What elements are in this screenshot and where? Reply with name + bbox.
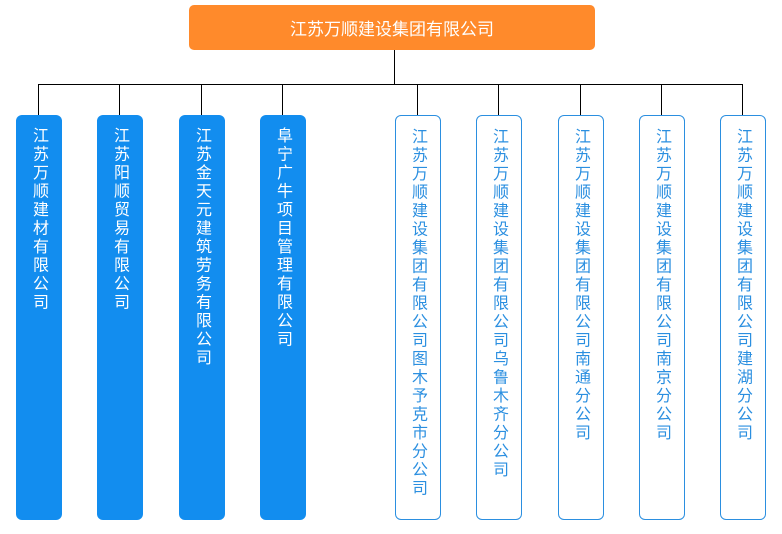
horizontal-connector — [38, 84, 743, 85]
node-label: 江苏万顺建设集团有限公司图木予克市分公司 — [409, 128, 428, 498]
root-node-jiangsu-wanshun-group: 江苏万顺建设集团有限公司 — [189, 5, 595, 50]
branch-node-nantong: 江苏万顺建设集团有限公司南通分公司 — [558, 115, 604, 520]
branch-node-urumqi: 江苏万顺建设集团有限公司乌鲁木齐分公司 — [476, 115, 522, 520]
node-label: 江苏万顺建设集团有限公司南京分公司 — [653, 128, 672, 443]
child-connector — [201, 84, 202, 115]
node-label: 江苏万顺建材有限公司 — [30, 127, 49, 312]
child-connector — [498, 84, 499, 115]
subsidiary-node-wanshun-building-materials: 江苏万顺建材有限公司 — [16, 115, 62, 520]
root-node-label: 江苏万顺建设集团有限公司 — [290, 20, 494, 40]
subsidiary-node-funing-guangniu: 阜宁广牛项目管理有限公司 — [260, 115, 306, 520]
node-label: 江苏金天元建筑劳务有限公司 — [193, 127, 212, 368]
child-connector — [38, 84, 39, 115]
child-connector — [282, 84, 283, 115]
subsidiary-node-yangshun-trade: 江苏阳顺贸易有限公司 — [97, 115, 143, 520]
branch-node-nanjing: 江苏万顺建设集团有限公司南京分公司 — [639, 115, 685, 520]
branch-node-jianhu: 江苏万顺建设集团有限公司建湖分公司 — [720, 115, 766, 520]
child-connector — [661, 84, 662, 115]
child-connector — [119, 84, 120, 115]
child-connector — [742, 84, 743, 115]
root-connector — [394, 50, 395, 84]
branch-node-tumushuke: 江苏万顺建设集团有限公司图木予克市分公司 — [395, 115, 441, 520]
child-connector — [580, 84, 581, 115]
node-label: 江苏万顺建设集团有限公司南通分公司 — [572, 128, 591, 443]
node-label: 江苏万顺建设集团有限公司建湖分公司 — [734, 128, 753, 443]
subsidiary-node-jintianyuan-labor: 江苏金天元建筑劳务有限公司 — [179, 115, 225, 520]
node-label: 江苏阳顺贸易有限公司 — [111, 127, 130, 312]
child-connector — [417, 84, 418, 115]
node-label: 阜宁广牛项目管理有限公司 — [274, 127, 293, 349]
node-label: 江苏万顺建设集团有限公司乌鲁木齐分公司 — [490, 128, 509, 480]
